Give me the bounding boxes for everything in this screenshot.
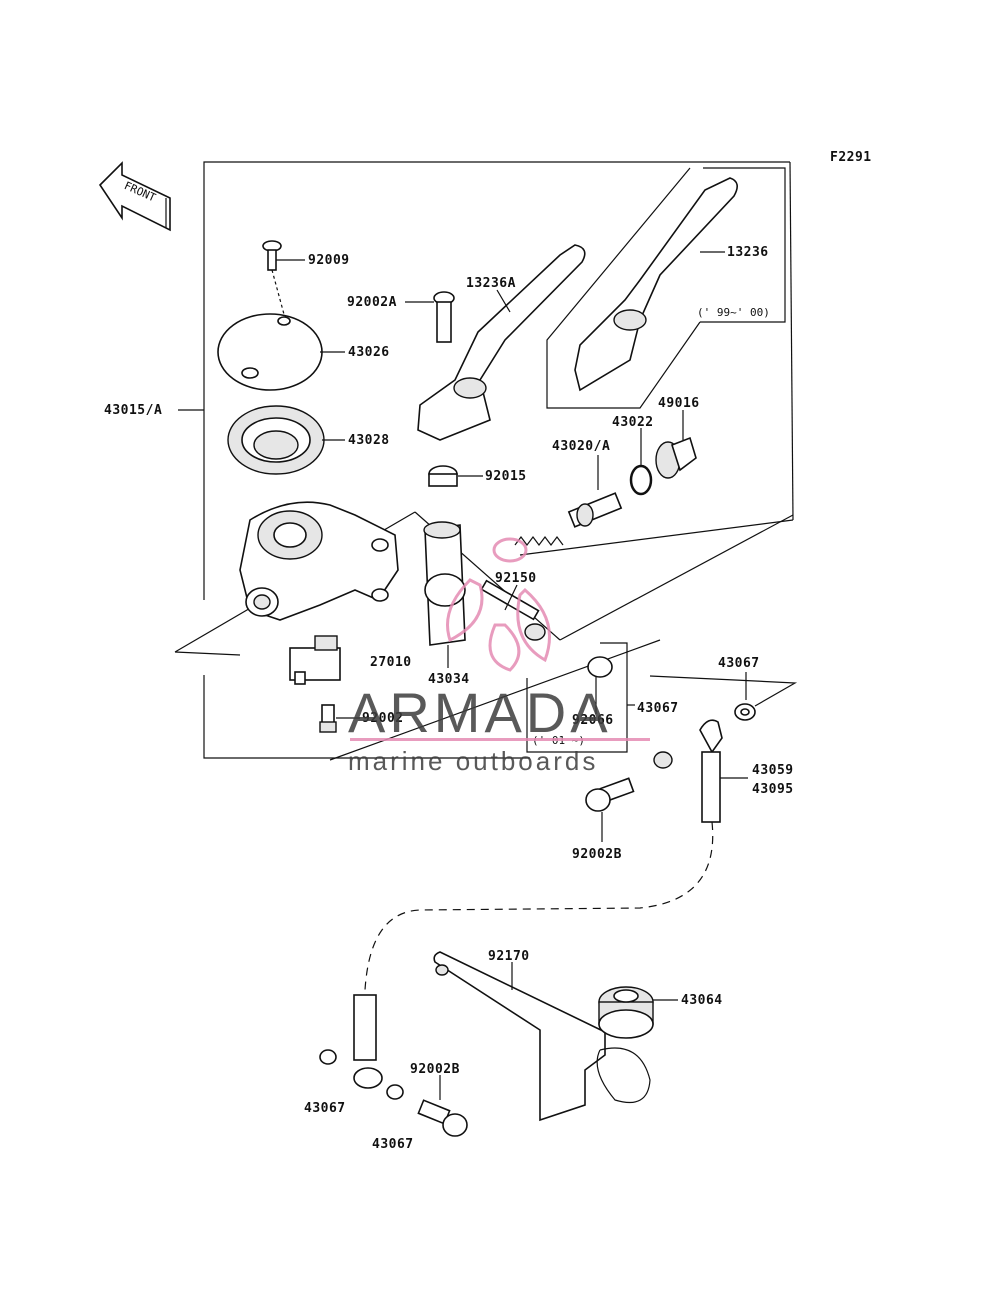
part-43020A[interactable] [514, 455, 623, 546]
part-27010[interactable] [289, 635, 341, 685]
part-label-92066: 92066 [572, 713, 614, 728]
part-label-49016: 49016 [658, 396, 700, 411]
part-92002A[interactable] [405, 291, 455, 343]
part-label-43028: 43028 [348, 433, 390, 448]
part-lower-banjo[interactable] [319, 994, 404, 1100]
part-label-43064: 43064 [681, 993, 723, 1008]
part-43022[interactable] [629, 428, 653, 496]
part-label-92009: 92009 [308, 253, 350, 268]
part-43064[interactable] [598, 986, 678, 1039]
part-label-43022: 43022 [612, 415, 654, 430]
part-label-92002: 92002 [362, 711, 404, 726]
part-43026[interactable] [217, 313, 345, 391]
part-label-43015A: 43015/A [104, 403, 162, 418]
part-label-43067-b: 43067 [718, 656, 760, 671]
year-note-99-00: (' 99~' 00) [697, 306, 770, 319]
part-label-27010: 27010 [370, 655, 412, 670]
part-92066[interactable] [526, 642, 628, 753]
part-label-92002B-lower: 92002B [410, 1062, 460, 1077]
part-92150[interactable] [480, 579, 546, 641]
part-43034[interactable] [423, 521, 466, 668]
part-49016[interactable] [655, 410, 697, 479]
part-92015[interactable] [428, 465, 483, 487]
watermark-tagline: marine outboards [348, 746, 598, 776]
master-cylinder-body[interactable] [239, 501, 399, 621]
watermark-logo-icon [446, 537, 551, 672]
part-43059-fitting[interactable] [364, 719, 748, 991]
part-label-43020A: 43020/A [552, 439, 610, 454]
part-label-13236A: 13236A [466, 276, 516, 291]
part-label-43095: 43095 [752, 782, 794, 797]
front-arrow-icon: FRONT [98, 161, 171, 232]
part-13236-inset[interactable] [546, 167, 786, 409]
part-label-43034: 43034 [428, 672, 470, 687]
part-label-43026: 43026 [348, 345, 390, 360]
part-92009[interactable] [262, 240, 305, 319]
part-13236A[interactable] [417, 244, 586, 441]
part-label-43067-c: 43067 [304, 1101, 346, 1116]
part-label-92150: 92150 [495, 571, 537, 586]
part-43067-a[interactable] [627, 672, 798, 721]
part-label-92002B: 92002B [572, 847, 622, 862]
part-92002B-lower[interactable] [417, 1075, 468, 1137]
part-92170[interactable] [433, 951, 651, 1122]
watermark-underline [350, 738, 650, 741]
part-label-92170: 92170 [488, 949, 530, 964]
part-label-92015: 92015 [485, 469, 527, 484]
figure-code: F2291 [830, 150, 872, 165]
part-label-43067-d: 43067 [372, 1137, 414, 1152]
watermark-brand: ARMADA [348, 681, 612, 744]
part-92002[interactable] [319, 704, 360, 733]
part-label-13236: 13236 [727, 245, 769, 260]
watermark: ARMADA marine outboards [348, 537, 650, 776]
part-92002B[interactable] [585, 751, 673, 842]
part-43028[interactable] [227, 405, 345, 475]
part-label-43059: 43059 [752, 763, 794, 778]
part-label-92002A: 92002A [347, 295, 397, 310]
part-label-43067-a: 43067 [637, 701, 679, 716]
